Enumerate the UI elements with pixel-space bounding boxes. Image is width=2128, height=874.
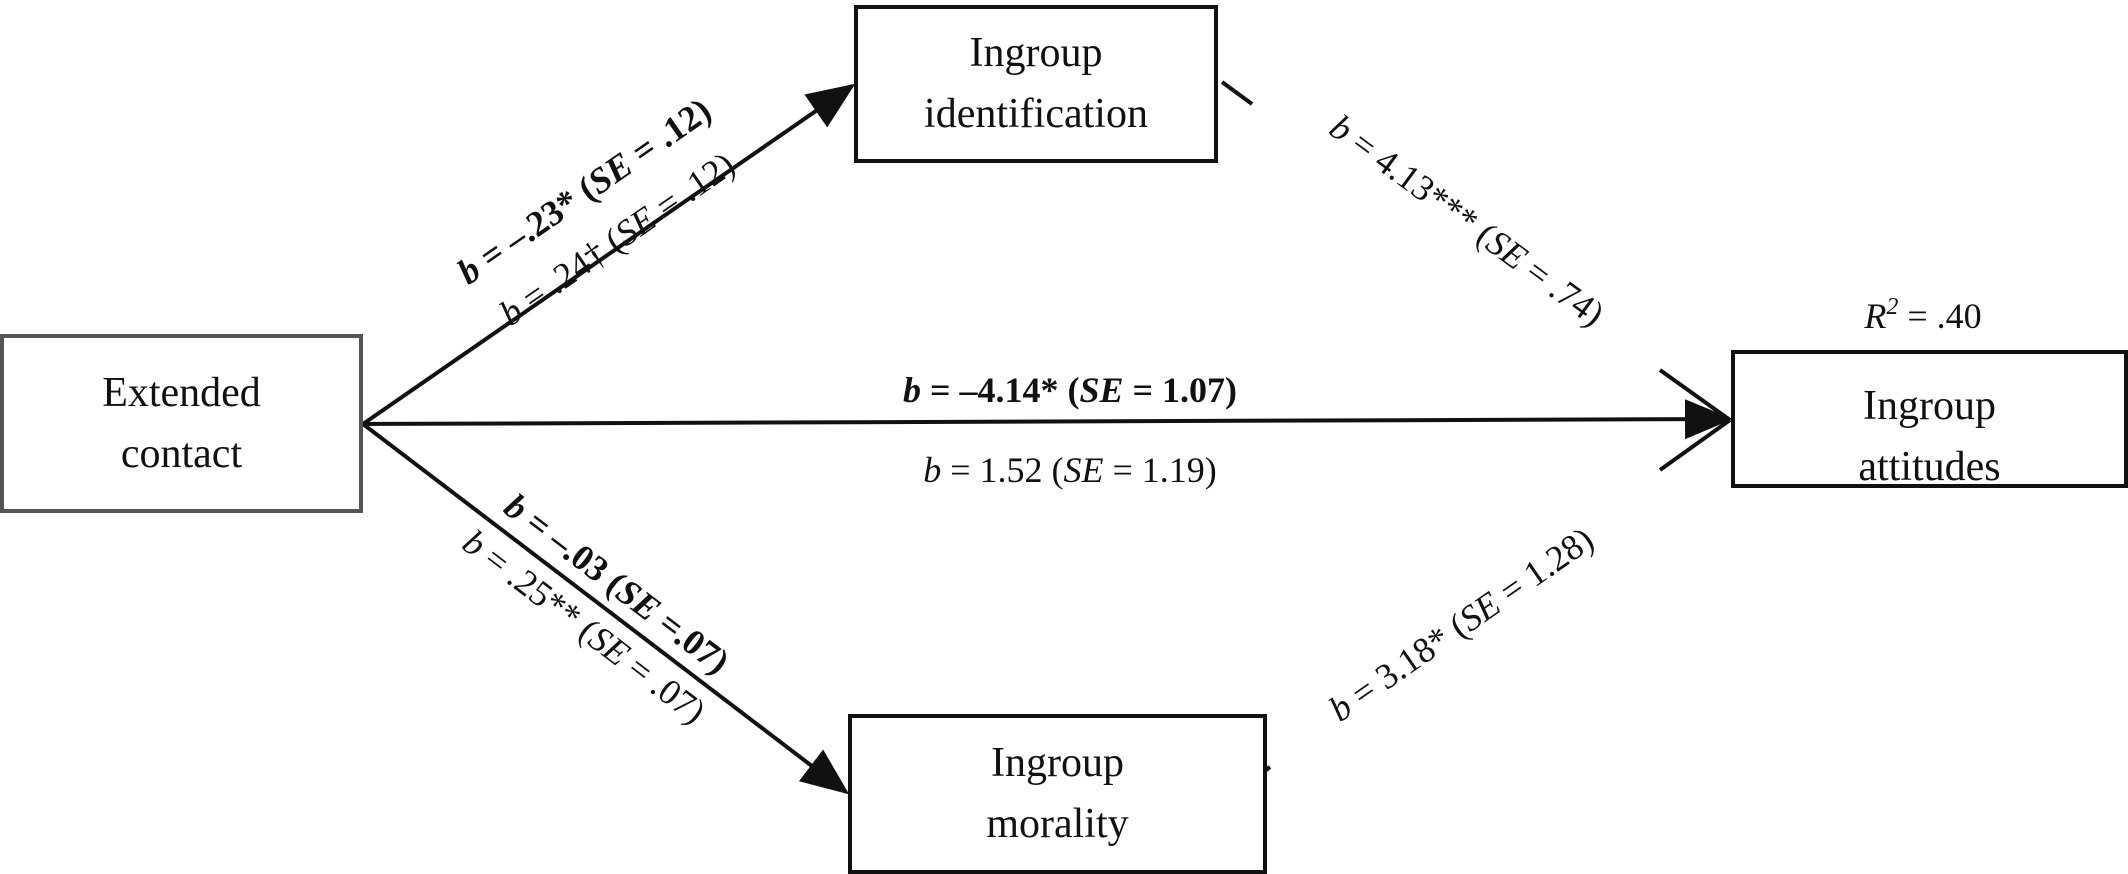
r-squared-label: R2 = .40: [1863, 294, 1981, 336]
node-ingroup-morality-line2: morality: [986, 801, 1129, 847]
label-identification-attitudes: b = 4.13*** (SE = .74): [1322, 107, 1611, 334]
node-ingroup-identification: Ingroup identification: [854, 5, 1218, 163]
node-ingroup-attitudes-line1: Ingroup: [1863, 383, 1996, 429]
node-ingroup-identification-line1: Ingroup: [969, 30, 1103, 77]
line-identification-start: [1220, 80, 1254, 106]
arrow-contact-to-identification: [361, 83, 856, 426]
label-contact-attitudes-normal: b = 1.52 (SE = 1.19): [923, 450, 1217, 490]
node-ingroup-attitudes-line2: attitudes: [1858, 443, 2001, 488]
arrow-contact-to-morality: [361, 422, 850, 795]
node-ingroup-morality-line1: Ingroup: [991, 740, 1124, 787]
label-morality-attitudes: b = 3.18* (SE = 1.28): [1322, 519, 1601, 729]
node-extended-contact: Extended contact: [0, 334, 363, 513]
line-morality-end: [1658, 418, 1732, 472]
line-identification-end: [1658, 368, 1732, 422]
arrow-contact-to-attitudes: [362, 399, 1733, 440]
node-extended-contact-line1: Extended: [102, 369, 261, 416]
node-ingroup-morality: Ingroup morality: [848, 714, 1267, 874]
node-ingroup-attitudes: Ingroup attitudes: [1731, 350, 2128, 488]
label-contact-attitudes-bold: b = –4.14* (SE = 1.07): [903, 370, 1237, 410]
node-ingroup-identification-line2: identification: [924, 91, 1148, 137]
node-extended-contact-line2: contact: [120, 430, 243, 477]
